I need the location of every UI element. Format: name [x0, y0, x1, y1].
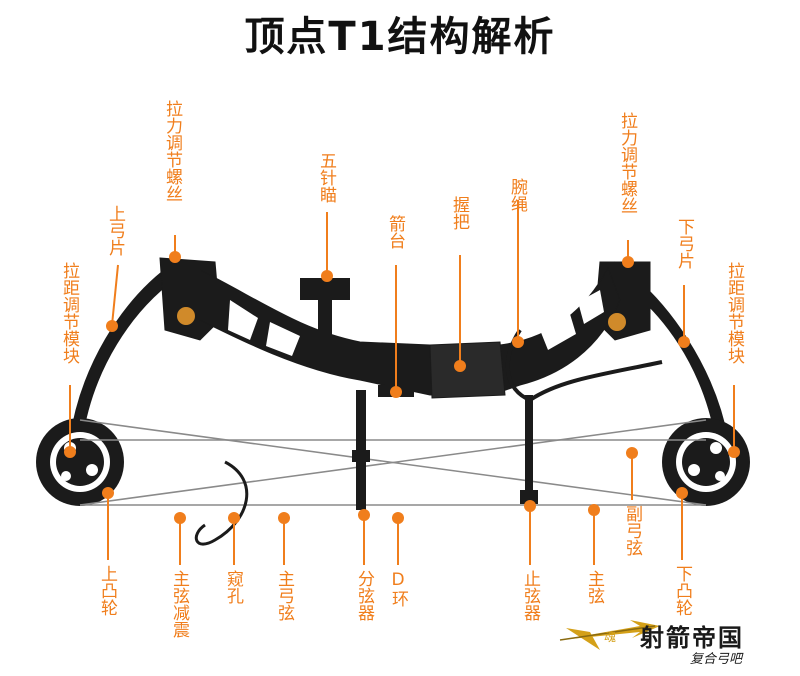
label-wrist-sling: 腕绳	[507, 178, 527, 212]
label-grip: 握把	[449, 196, 469, 230]
leader-lines	[69, 200, 735, 565]
label-upper-cam: 上凸轮	[97, 565, 117, 616]
stabilizer-cap	[352, 450, 370, 462]
label-lower-cam: 下凸轮	[672, 565, 692, 616]
label-upper-limb: 上弓片	[105, 205, 125, 256]
marker-dots	[64, 251, 740, 524]
label-sight: 五针瞄	[316, 152, 336, 203]
riser	[199, 266, 621, 396]
label-arrow-rest: 箭台	[385, 215, 405, 249]
page-title: 顶点T1结构解析	[244, 14, 556, 60]
riser-cutouts	[228, 290, 604, 356]
label-right-draw-module: 拉距调节模块	[724, 262, 744, 364]
label-splitter: 分弦器	[354, 570, 374, 621]
label-string-stop: 止弦器	[520, 570, 540, 621]
label-main-string-right: 主弦	[584, 570, 604, 604]
right-cam	[662, 418, 750, 506]
peep-cord	[194, 460, 249, 546]
label-buss-cable: 副弓弦	[622, 505, 642, 556]
sight	[300, 278, 350, 364]
strings	[79, 419, 707, 506]
right-screw	[606, 311, 628, 333]
watermark-arrow-icon	[559, 620, 660, 650]
label-peep: 窥孔	[223, 570, 243, 604]
label-top-left-tension-screw: 拉力调节螺丝	[162, 100, 182, 202]
grip	[429, 341, 506, 399]
watermark-sub: 复合弓吧	[690, 652, 743, 667]
string-stop-tip	[520, 490, 538, 504]
label-top-right-tension-screw: 拉力调节螺丝	[617, 112, 637, 214]
string-stop-rod	[525, 395, 533, 495]
label-left-draw-module: 拉距调节模块	[59, 262, 79, 364]
label-d-loop: D环	[388, 570, 408, 607]
label-main-string-left: 主弓弦	[274, 570, 294, 621]
left-screw	[175, 305, 197, 327]
watermark-small-glyph: 魂	[604, 630, 617, 644]
watermark-name: 射箭帝国	[640, 623, 744, 652]
label-string-dampener: 主弦减震	[169, 570, 189, 638]
label-lower-limb: 下弓片	[674, 218, 694, 269]
